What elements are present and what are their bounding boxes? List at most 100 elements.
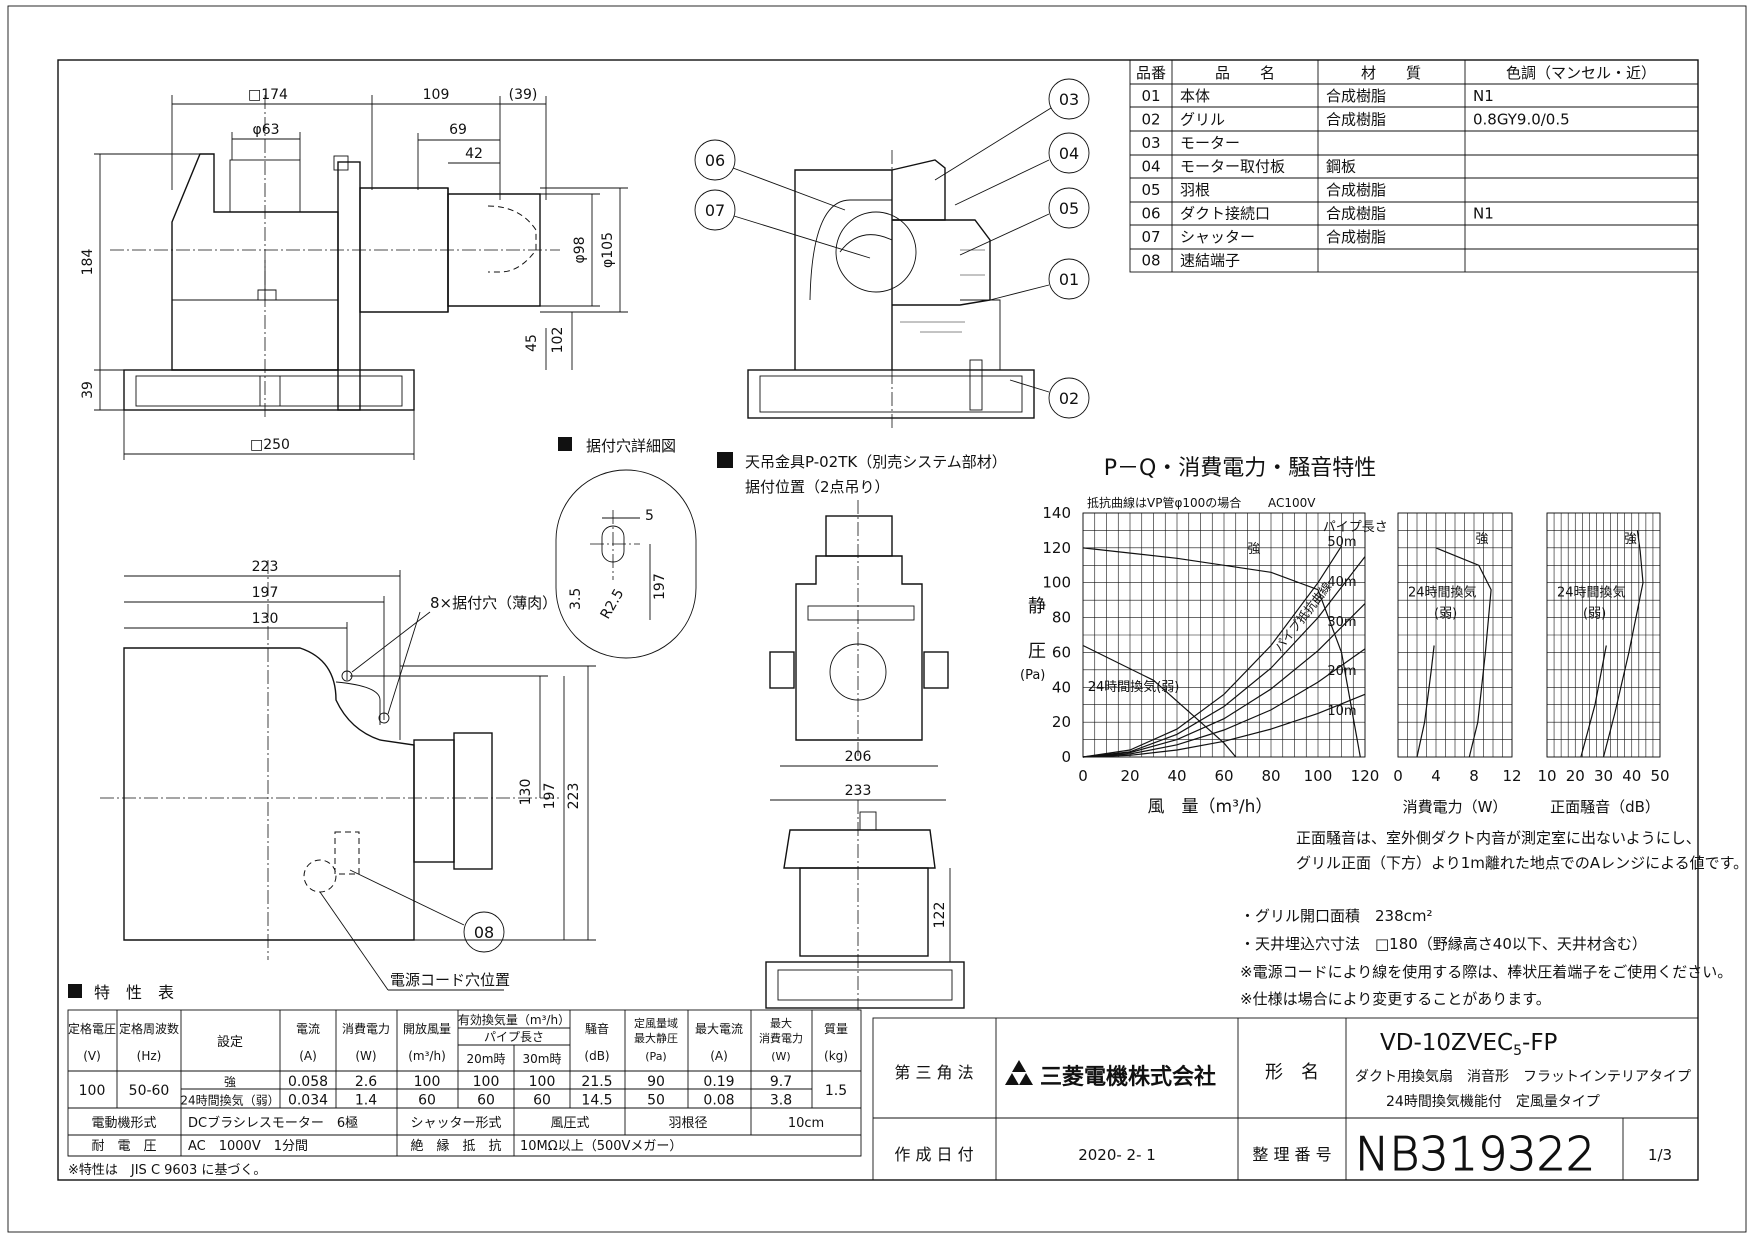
y-tick-label: 80: [1052, 609, 1071, 627]
parts-no: 02: [1141, 111, 1160, 129]
svg-text:(dB): (dB): [584, 1049, 609, 1063]
parts-material: 鋼板: [1326, 158, 1356, 176]
spec-noise: 14.5: [581, 1093, 612, 1109]
svg-text:07: 07: [705, 201, 725, 220]
parts-color: N1: [1473, 205, 1494, 223]
y-tick-label: 120: [1042, 539, 1071, 557]
pipe-50m-label: 50m: [1327, 535, 1356, 550]
x-tick-label: 20: [1120, 767, 1139, 785]
x-tick-label: 0: [1078, 767, 1088, 785]
svg-text:02: 02: [1059, 389, 1079, 408]
spec-withstand: AC 1000V 1分間: [188, 1139, 308, 1154]
spec-power: 1.4: [355, 1093, 377, 1109]
hole-detail: 据付穴詳細図 5 3.5 R2.5 197: [555, 437, 697, 659]
weak-label-2: (弱): [1583, 607, 1606, 622]
spec-motor: DCブラシレスモーター 6極: [188, 1115, 358, 1131]
spec-title: 特 性 表: [94, 983, 174, 1002]
x-tick-label: 20: [1566, 767, 1585, 785]
note-ceiling-hole: ・天井埋込穴寸法 □180（野縁高さ40以下、天井材含む）: [1240, 935, 1647, 953]
parts-name: 本体: [1180, 87, 1210, 105]
balloon-07: 07: [694, 189, 871, 259]
spec-max-power: 3.8: [770, 1093, 792, 1109]
vdim-130: 130: [518, 779, 534, 806]
x-tick-label: 40: [1167, 767, 1186, 785]
strong-series-line: [1082, 547, 1361, 758]
spec-h-30: 30m時: [523, 1052, 562, 1066]
spec-eff-30m: 60: [533, 1093, 551, 1109]
spec-current: 0.058: [288, 1074, 328, 1090]
spec-eff-20m: 60: [477, 1093, 495, 1109]
notes: 正面騒音は、室外側ダクト内音が測定室に出ないようにし、 グリル正面（下方）より1…: [1240, 829, 1748, 1008]
chart-ylabel-1: 静: [1028, 596, 1046, 617]
svg-text:(kg): (kg): [824, 1049, 848, 1063]
x-tick-label: 10: [1537, 767, 1556, 785]
parts-name: グリル: [1180, 111, 1225, 129]
outer-border: [7, 5, 1747, 1233]
date-value: 2020- 2- 1: [1078, 1146, 1156, 1164]
svg-text:(A): (A): [299, 1049, 317, 1063]
ref-number: NB319322: [1355, 1127, 1595, 1181]
parts-header-material: 材 質: [1361, 64, 1421, 82]
spec-blade: 10cm: [788, 1116, 824, 1131]
pipe-10m-label: 10m: [1327, 704, 1356, 719]
resistance-curve-50m: [1082, 545, 1343, 758]
note-spec-change: ※仕様は場合により変更することがあります。: [1240, 990, 1551, 1008]
plot-frame: [1397, 512, 1513, 758]
spec-open-flow: 100: [414, 1074, 441, 1090]
cord-hole-label: 電源コード穴位置: [390, 971, 510, 989]
spec-h-maxpow: 最大: [770, 1016, 792, 1030]
svg-text:01: 01: [1059, 270, 1079, 289]
parts-no: 03: [1141, 134, 1160, 152]
spec-h-set: 設定: [217, 1034, 243, 1050]
plan-view: 223 197 130 130 197 223 8×据付穴（薄肉） 電源コード穴…: [100, 559, 596, 991]
spec-h-freq: 定格周波数: [119, 1021, 179, 1036]
resistance-curve-30m: [1082, 603, 1366, 758]
parts-no: 07: [1141, 228, 1160, 246]
spec-static: 50: [647, 1093, 665, 1109]
spec-h-cur: 電流: [296, 1022, 320, 1036]
spec-insul-label: 絶 縁 抵 抗: [410, 1138, 501, 1154]
spec-open-flow: 60: [418, 1093, 436, 1109]
title-block: 第 三 角 法 三菱電機株式会社 形 名 VD-10ZVEC5-FP ダクト用換…: [872, 1017, 1699, 1182]
weak-label: 24時間換気(弱): [1088, 679, 1180, 695]
weak-series-line: [1416, 645, 1435, 758]
spec-blade-label: 羽根径: [668, 1116, 707, 1131]
spec-volt: 100: [79, 1083, 106, 1099]
parts-name: モーター取付板: [1180, 158, 1285, 176]
parts-color: 0.8GY9.0/0.5: [1473, 111, 1570, 129]
noise-note-1: 正面騒音は、室外側ダクト内音が測定室に出ないようにし、: [1296, 829, 1701, 847]
spec-noise: 21.5: [581, 1074, 612, 1090]
x-tick-label: 80: [1261, 767, 1280, 785]
performance-chart: P－Q・消費電力・騒音特性 抵抗曲線はVP管φ100の場合 AC100V 静 圧…: [1020, 456, 1670, 817]
projection-label: 第 三 角 法: [894, 1063, 973, 1082]
ref-label: 整 理 番 号: [1252, 1145, 1331, 1164]
dim-184: 184: [80, 249, 96, 276]
spec-h-noise: 騒音: [585, 1021, 609, 1036]
svg-text:(W): (W): [771, 1050, 790, 1063]
spec-h-pow: 消費電力: [342, 1021, 390, 1036]
spec-h-eff: 有効換気量（m³/h）: [458, 1012, 570, 1027]
noise-note-2: グリル正面（下方）より1m離れた地点でのAレンジによる値です。: [1296, 854, 1748, 872]
svg-text:06: 06: [705, 151, 725, 170]
dim-197: 197: [252, 585, 279, 601]
weak-label-1: 24時間換気: [1557, 585, 1626, 601]
spec-table: 特 性 表 定格電圧 (V) 定格周波数 (Hz) 設定 電流 (A) 消費電力…: [67, 983, 862, 1178]
svg-text:(Hz): (Hz): [137, 1049, 162, 1063]
weak-label-1: 24時間換気: [1408, 585, 1477, 601]
form-label: 形 名: [1265, 1062, 1319, 1083]
resistance-curve-10m: [1082, 693, 1366, 758]
svg-text:05: 05: [1059, 199, 1079, 218]
spec-insul: 10MΩ以上（500Vメガー）: [520, 1139, 682, 1154]
parts-material: 合成樹脂: [1326, 87, 1386, 105]
spec-mass: 1.5: [825, 1083, 847, 1099]
spec-footnote: ※特性は JIS C 9603 に基づく。: [68, 1163, 266, 1178]
parts-header-color: 色調（マンセル・近）: [1506, 64, 1656, 82]
x-tick-label: 30: [1594, 767, 1613, 785]
dim-102: 102: [550, 327, 566, 354]
dim-223: 223: [252, 559, 279, 575]
hanger-subtitle: 据付位置（2点吊り）: [745, 478, 890, 496]
dim-45: 45: [524, 334, 540, 352]
vdim-197: 197: [542, 783, 558, 810]
spec-withstand-label: 耐 電 圧: [91, 1139, 156, 1154]
